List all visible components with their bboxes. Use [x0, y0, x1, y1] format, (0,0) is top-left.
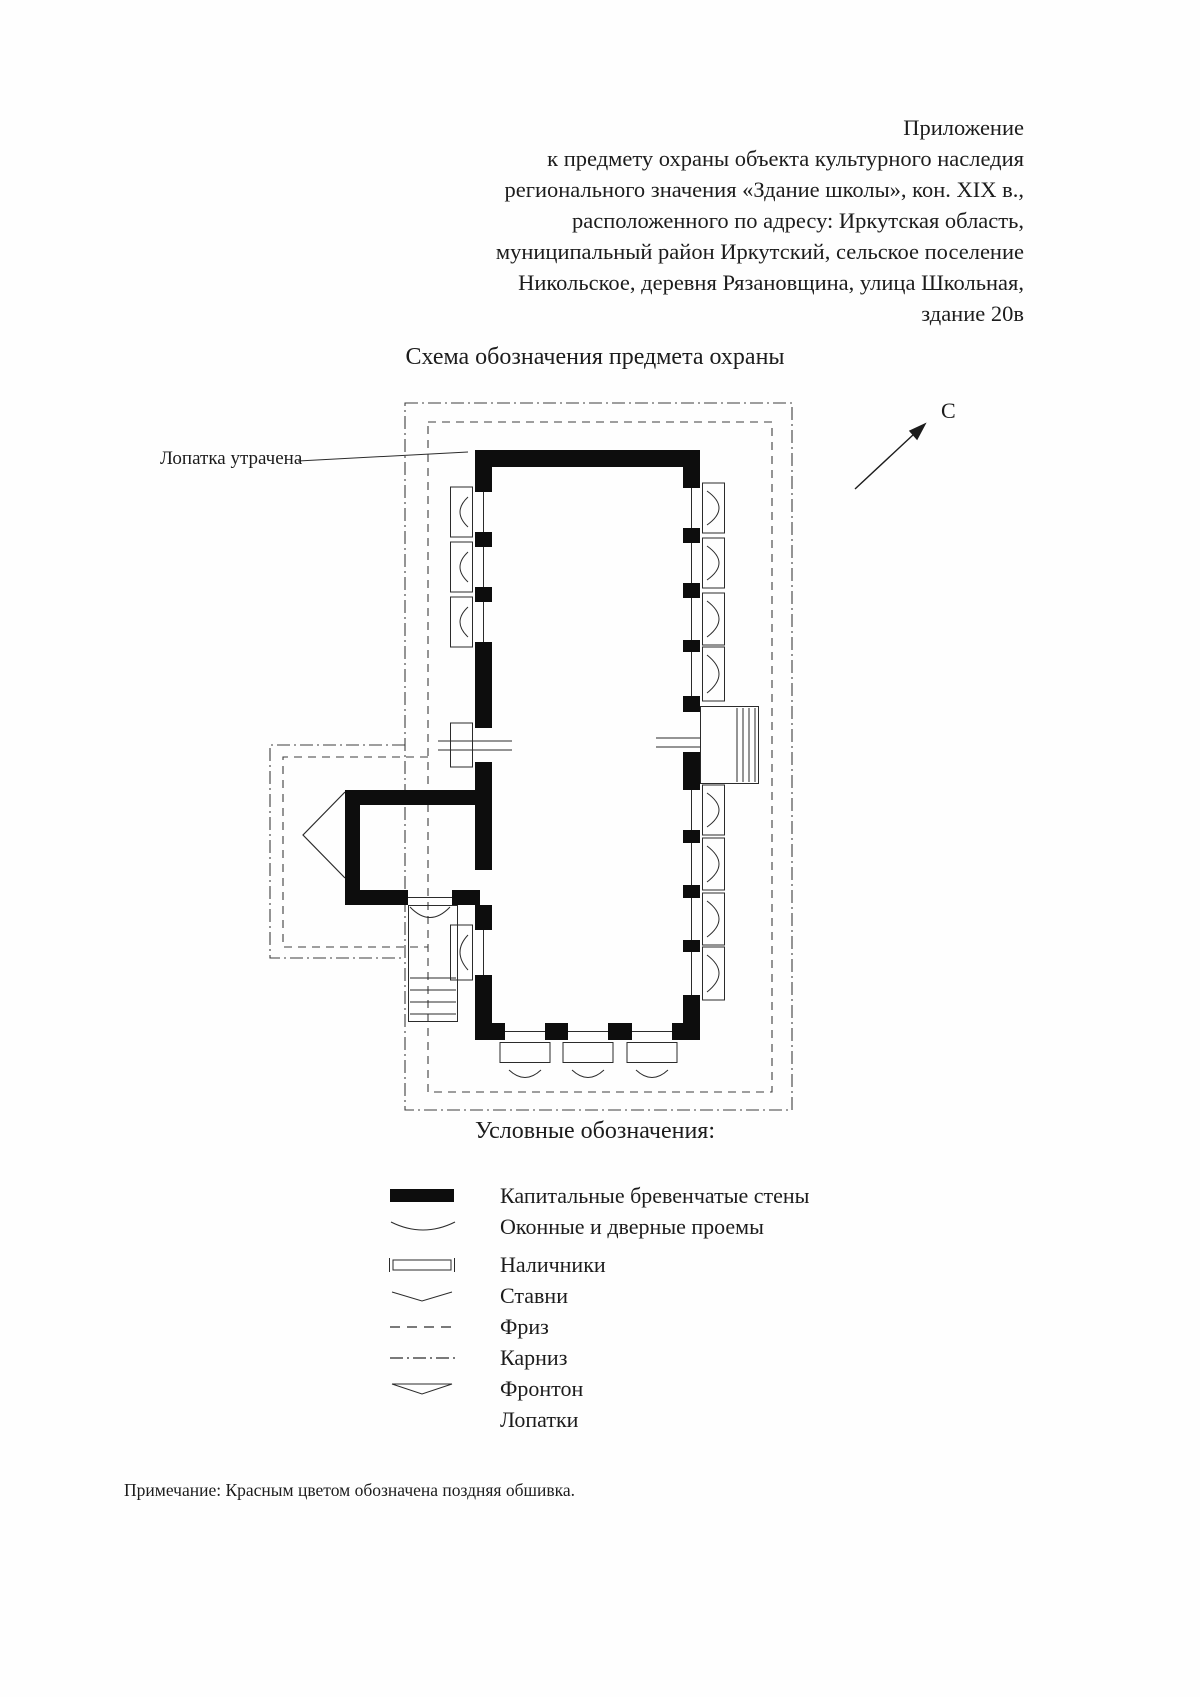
header-line: здание 20в [921, 301, 1024, 326]
scheme-title: Схема обозначения предмета охраны [405, 344, 785, 370]
dashed-line-symbol [390, 1325, 456, 1328]
dash-dot-line-symbol [390, 1356, 456, 1359]
header-line: Никольское, деревня Рязановщина, улица Ш… [518, 270, 1024, 295]
legend-row-pilasters: Лопатки [388, 1404, 809, 1435]
annex-walls [345, 790, 480, 905]
pointer-line [297, 451, 469, 462]
header-line: расположенного по адресу: Иркутская обла… [572, 208, 1024, 233]
entrance-stairs-east [700, 706, 759, 784]
lost-pilaster-label: Лопатка утрачена [160, 448, 303, 469]
legend-title: Условные обозначения: [474, 1118, 716, 1144]
document-header: Приложение к предмету охраны объекта кул… [344, 112, 1024, 329]
legend-label: Фронтон [500, 1375, 584, 1401]
legend-label: Лопатки [500, 1406, 579, 1432]
frieze-contour [282, 421, 773, 1093]
header-line: муниципальный район Иркутский, сельское … [495, 239, 1024, 264]
legend-label: Карниз [500, 1344, 568, 1370]
legend-row-cornice: Карниз [388, 1342, 809, 1373]
legend-row-pediment: Фронтон [388, 1373, 809, 1404]
legend-label: Фриз [500, 1313, 549, 1339]
opening-arc-symbol [390, 1221, 456, 1230]
legend-row-openings: Оконные и дверные проемы [388, 1211, 809, 1242]
legend-row-frieze: Фриз [388, 1311, 809, 1342]
cornice-contour [269, 402, 793, 1111]
header-line: к предмету охраны объекта культурного на… [547, 146, 1024, 171]
header-line: Приложение [903, 115, 1024, 140]
footnote: Примечание: Красным цветом обозначена по… [124, 1480, 575, 1500]
north-arrow-icon [854, 422, 927, 490]
porch-stairs-south [408, 905, 458, 1022]
legend-row-shutters: Ставни [388, 1280, 809, 1311]
casing-frame-symbol [389, 1257, 455, 1272]
legend-label: Оконные и дверные проемы [500, 1213, 764, 1239]
window-frames [408, 488, 700, 1032]
window-casings [409, 482, 725, 1078]
solid-wall-symbol [390, 1188, 454, 1202]
north-label: С [941, 398, 956, 423]
legend-label: Ставни [500, 1282, 568, 1308]
pediment-triangle-symbol [391, 1383, 453, 1395]
legend-label: Капитальные бревенчатые стены [500, 1182, 810, 1208]
legend-label: Наличники [500, 1251, 606, 1277]
pediment-mark-west [302, 791, 346, 879]
header-line: регионального значения «Здание школы», к… [504, 177, 1025, 202]
legend-row-casings: Наличники [388, 1249, 809, 1280]
legend: Капитальные бревенчатые стены Оконные и … [388, 1180, 809, 1435]
shutter-chevron-symbol [391, 1291, 453, 1302]
legend-row-walls: Капитальные бревенчатые стены [388, 1180, 809, 1211]
building-walls [475, 450, 700, 1040]
